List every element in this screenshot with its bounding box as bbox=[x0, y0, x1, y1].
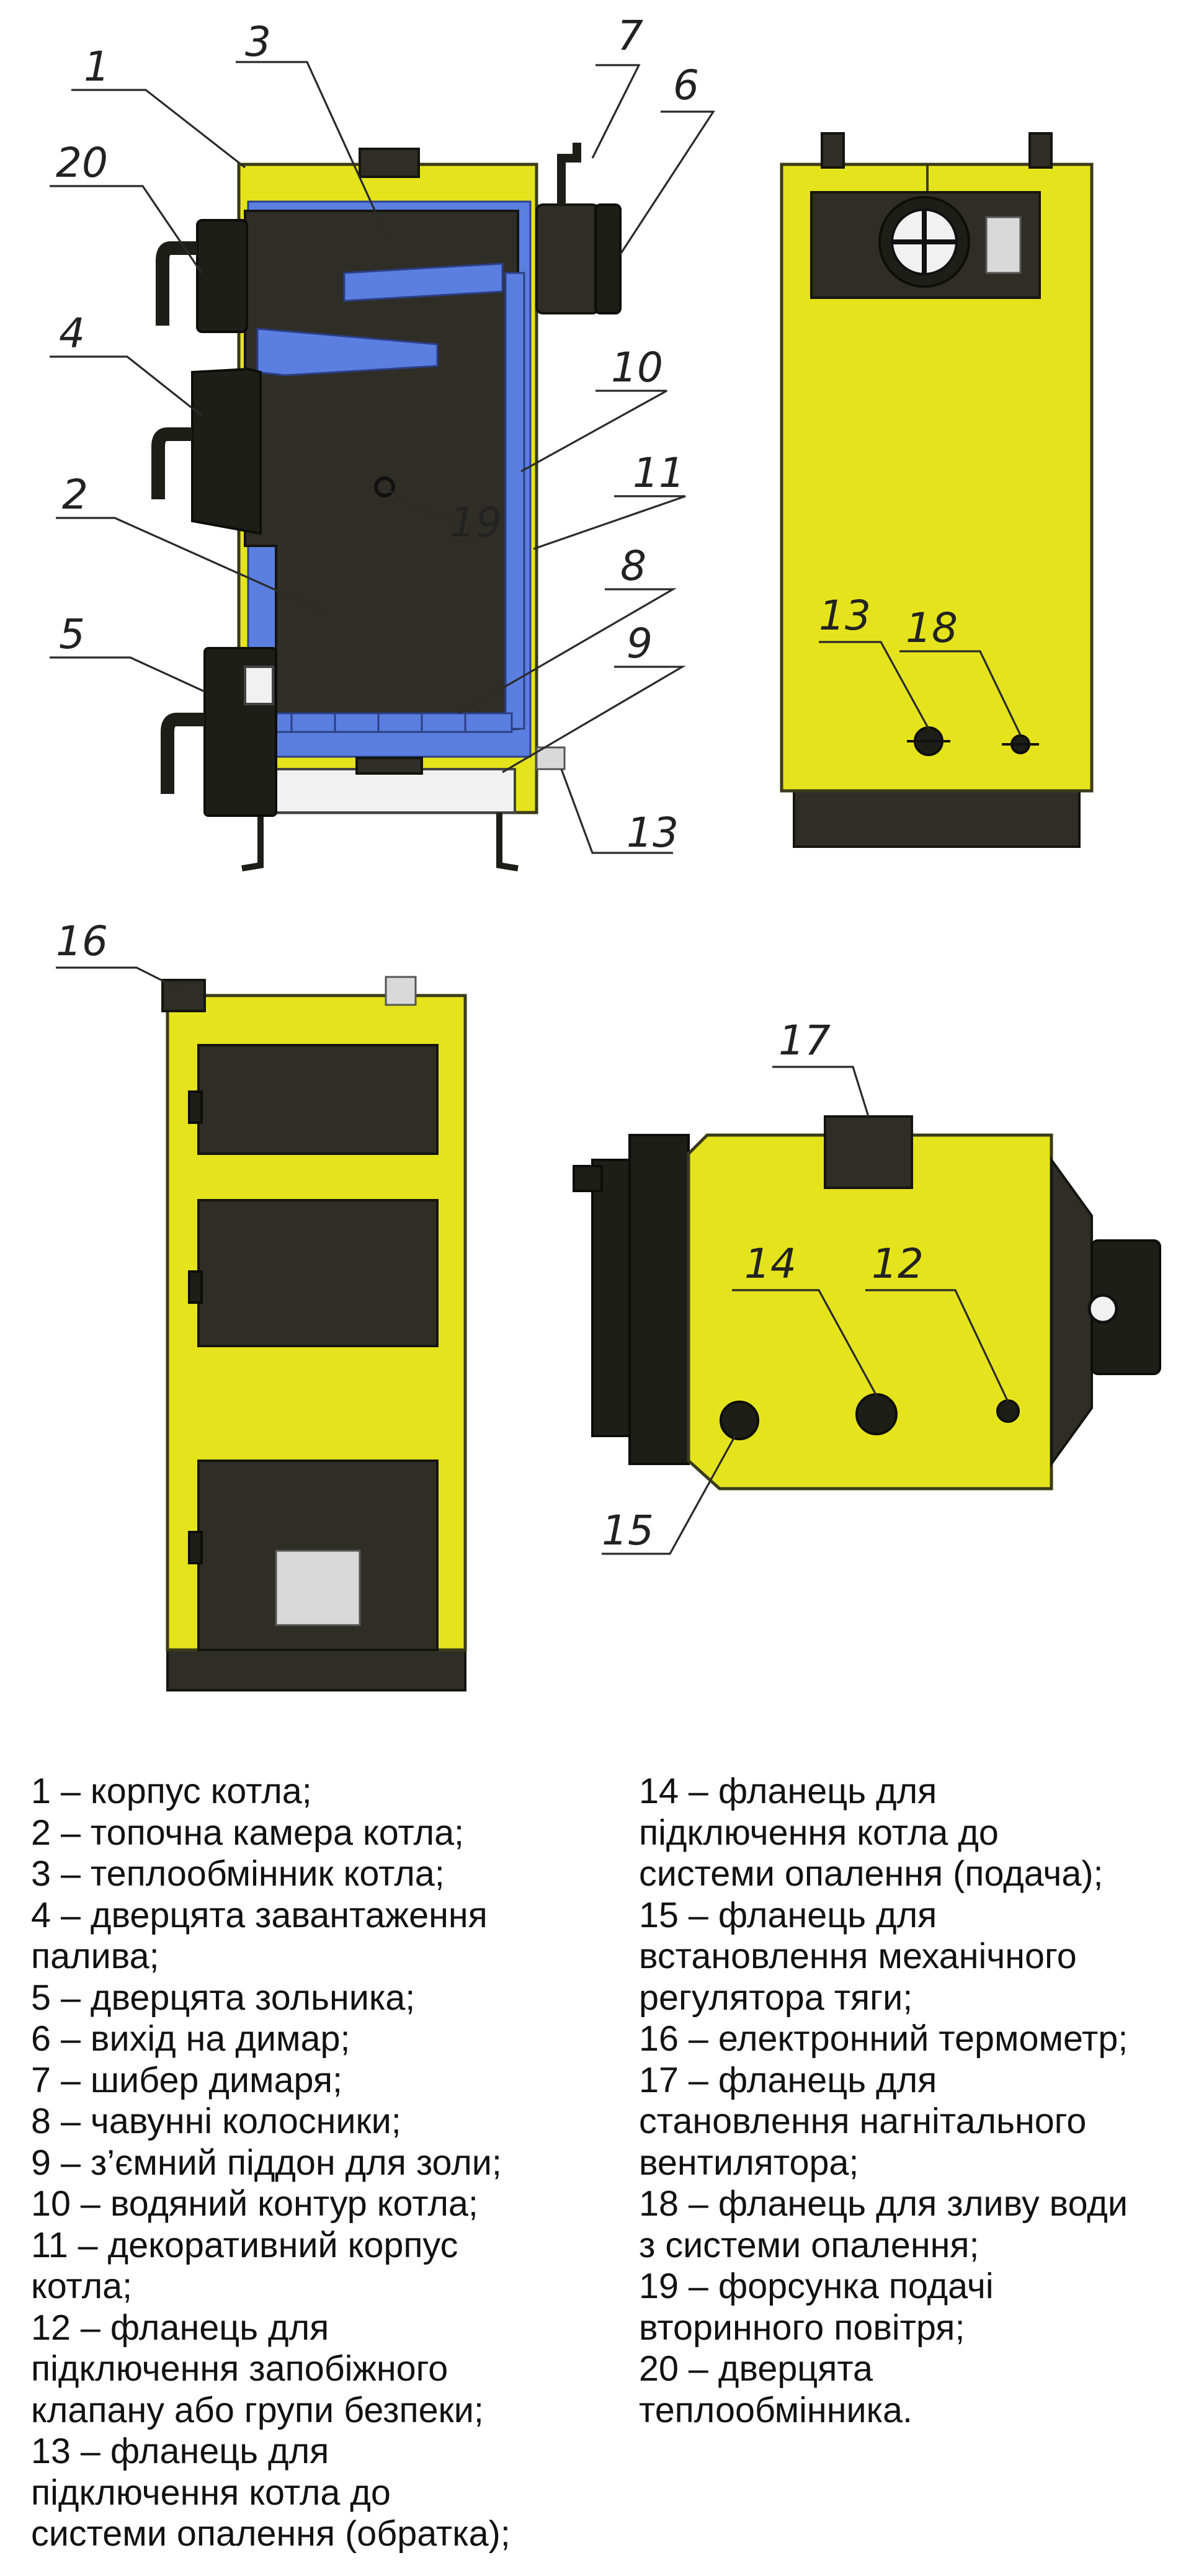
heat-exchanger-door-handle bbox=[156, 241, 197, 326]
ash-door-window bbox=[244, 666, 274, 705]
legend-item-9: 9 – з’ємний піддон для золи; bbox=[31, 2142, 502, 2183]
legend-item-16: 16 – електронний термометр; bbox=[639, 2019, 1128, 2059]
grates bbox=[265, 712, 513, 733]
front-middle-door bbox=[197, 1199, 439, 1347]
loading-door-handle bbox=[151, 427, 192, 499]
front-view bbox=[161, 976, 467, 1691]
inner-water-wall bbox=[504, 272, 525, 730]
flue-damper-handle bbox=[557, 143, 581, 205]
legend-item-2: 2 – топочна камера котла; bbox=[31, 1812, 465, 1853]
rear-sensor-right bbox=[1028, 132, 1053, 169]
legend-item-7: 7 – шибер димаря; bbox=[31, 2060, 343, 2100]
ash-pan bbox=[241, 768, 516, 814]
callout-5: 5 bbox=[59, 610, 85, 658]
callout-16: 16 bbox=[56, 917, 108, 965]
leader-lines bbox=[50, 61, 1022, 1555]
legend-right-column: 14 – фланець для підключення котла до си… bbox=[639, 1771, 1185, 2431]
callout-6: 6 bbox=[673, 61, 699, 109]
callout-20: 20 bbox=[56, 139, 108, 187]
legend-item-8: 8 – чавунні колосники; bbox=[31, 2101, 401, 2141]
fan-flange bbox=[824, 1115, 913, 1189]
ash-door-handle bbox=[161, 713, 205, 794]
legend-item-14: 14 – фланець для підключення котла до си… bbox=[639, 1772, 1104, 1894]
callout-15: 15 bbox=[602, 1507, 654, 1554]
draft-regulator-flange bbox=[720, 1401, 759, 1440]
secondary-air-nozzle bbox=[374, 476, 395, 497]
leg-left bbox=[241, 813, 264, 871]
legend-item-11: 11 – декоративний корпус котла; bbox=[31, 2225, 458, 2307]
callout-3: 3 bbox=[245, 18, 271, 66]
legend-item-17: 17 – фланець для становлення нагнітально… bbox=[639, 2060, 1087, 2183]
callout-18: 18 bbox=[906, 604, 958, 652]
rear-damper bbox=[985, 216, 1022, 274]
legend-item-20: 20 – дверцята теплообмінника. bbox=[639, 2349, 912, 2430]
legend-item-13: 13 – фланець для підключення котла до си… bbox=[31, 2431, 511, 2554]
callout-2: 2 bbox=[62, 471, 88, 519]
rear-view bbox=[780, 132, 1094, 848]
boiler-diagram: 1 20 3 4 2 5 7 6 10 11 19 8 9 13 13 18 1… bbox=[50, 12, 1161, 1691]
callout-14: 14 bbox=[744, 1240, 796, 1288]
flue-outlet bbox=[535, 203, 600, 314]
section-view bbox=[151, 143, 622, 871]
callout-7: 7 bbox=[617, 12, 643, 60]
grate-bars bbox=[290, 713, 466, 732]
callout-11: 11 bbox=[633, 449, 685, 497]
legend-item-4: 4 – дверцята завантаження палива; bbox=[31, 1895, 488, 1977]
front-hinge-1 bbox=[188, 1090, 203, 1124]
heat-exchanger-door bbox=[196, 219, 248, 333]
legend-item-10: 10 – водяний контур котла; bbox=[31, 2184, 478, 2224]
front-upper-door bbox=[197, 1044, 439, 1155]
callout-9: 9 bbox=[627, 620, 653, 667]
callout-1: 1 bbox=[84, 43, 110, 91]
callout-8: 8 bbox=[620, 542, 646, 590]
flue-outlet-ring bbox=[594, 203, 622, 314]
legend-item-6: 6 – вихід на димар; bbox=[31, 2019, 350, 2059]
callout-4: 4 bbox=[59, 310, 85, 357]
callout-13: 13 bbox=[627, 809, 679, 857]
loading-door bbox=[191, 367, 262, 535]
top-nozzle bbox=[359, 148, 420, 178]
rear-sensor bbox=[821, 132, 845, 169]
front-ash-window bbox=[275, 1549, 361, 1626]
ash-pan-handle bbox=[355, 757, 423, 775]
leg-right bbox=[496, 813, 519, 871]
safety-valve-flange bbox=[996, 1399, 1020, 1423]
callout-17: 17 bbox=[778, 1017, 831, 1064]
legend-left-column: 1 – корпус котла; 2 – топочна камера кот… bbox=[31, 1771, 589, 2555]
legend-item-5: 5 – дверцята зольника; bbox=[31, 1977, 416, 2018]
side-front-plate bbox=[628, 1134, 690, 1465]
rear-base bbox=[793, 783, 1081, 848]
legend-item-19: 19 – форсунка подачі вторинного повітря; bbox=[639, 2266, 994, 2348]
legend-item-18: 18 – фланець для зливу води з системи оп… bbox=[639, 2184, 1128, 2265]
callout-19: 19 bbox=[450, 499, 502, 546]
callout-12: 12 bbox=[872, 1240, 924, 1288]
callout-numbers: 1 20 3 4 2 5 7 6 10 11 19 8 9 13 13 18 1… bbox=[56, 12, 958, 1554]
return-flange bbox=[535, 746, 566, 770]
side-handle-top bbox=[573, 1165, 603, 1192]
legend-item-12: 12 – фланець для підключення запобіжного… bbox=[31, 2307, 484, 2430]
legend-item-15: 15 – фланець для встановлення механічног… bbox=[639, 1895, 1077, 2018]
baffle-upper bbox=[343, 262, 504, 302]
legend-item-1: 1 – корпус котла; bbox=[31, 1772, 312, 1811]
front-hinge-3 bbox=[188, 1531, 203, 1564]
supply-flange bbox=[855, 1393, 898, 1435]
front-top-nozzle bbox=[385, 976, 417, 1006]
side-casing bbox=[687, 1133, 1053, 1491]
legend-item-3: 3 – теплообмінник котла; bbox=[31, 1854, 445, 1894]
side-view bbox=[573, 1115, 1161, 1491]
callout-13-rear: 13 bbox=[819, 592, 871, 640]
baffle-lower bbox=[256, 328, 439, 377]
callout-10: 10 bbox=[611, 344, 663, 391]
front-hinge-2 bbox=[188, 1270, 203, 1304]
side-rear-cone bbox=[1050, 1156, 1093, 1468]
